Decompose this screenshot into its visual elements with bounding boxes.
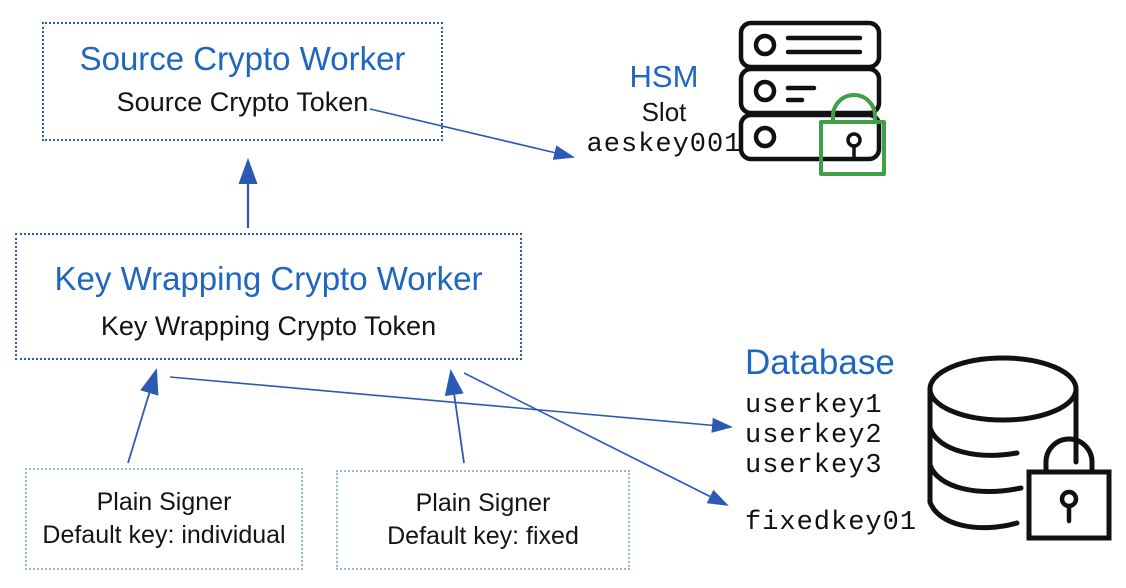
signer-default-key: Default key: individual bbox=[42, 521, 286, 549]
hsm-key-name: aeskey001 bbox=[586, 130, 742, 160]
arrow-signer-individual-to-keywrapping bbox=[127, 368, 159, 464]
database-title: Database bbox=[745, 343, 895, 382]
hsm-label-group: HSM Slot aeskey001 bbox=[578, 58, 750, 161]
database-fixed-key: fixedkey01 bbox=[745, 508, 918, 538]
node-plain-signer-individual: Plain Signer Default key: individual bbox=[25, 468, 303, 570]
node-title: Key Wrapping Crypto Worker bbox=[54, 260, 483, 297]
database-user-key: userkey2 bbox=[745, 421, 883, 451]
arrow-keywrapping-to-userkeys bbox=[169, 376, 733, 433]
signer-name: Plain Signer bbox=[415, 489, 551, 517]
database-user-key: userkey3 bbox=[745, 451, 883, 481]
signer-default-key: Default key: fixed bbox=[387, 522, 579, 550]
node-subtitle: Source Crypto Token bbox=[116, 87, 369, 117]
node-plain-signer-fixed: Plain Signer Default key: fixed bbox=[336, 470, 630, 570]
database-label-group: Database userkey1 userkey2 userkey3 fixe… bbox=[745, 342, 917, 538]
database-user-key: userkey1 bbox=[745, 391, 883, 421]
node-key-wrapping-crypto-worker: Key Wrapping Crypto Worker Key Wrapping … bbox=[15, 233, 522, 360]
node-subtitle: Key Wrapping Crypto Token bbox=[100, 311, 437, 341]
node-source-crypto-worker: Source Crypto Worker Source Crypto Token bbox=[42, 22, 443, 141]
arrow-signer-fixed-to-keywrapping bbox=[444, 369, 465, 464]
hsm-slot-label: Slot bbox=[641, 97, 687, 127]
node-title: Source Crypto Worker bbox=[79, 40, 406, 77]
signer-name: Plain Signer bbox=[96, 488, 232, 516]
hsm-server-icon bbox=[738, 20, 882, 162]
database-icon bbox=[927, 355, 1112, 541]
hsm-lock-icon bbox=[819, 93, 886, 176]
hsm-title: HSM bbox=[629, 59, 699, 94]
database-lock-icon bbox=[1026, 436, 1112, 541]
